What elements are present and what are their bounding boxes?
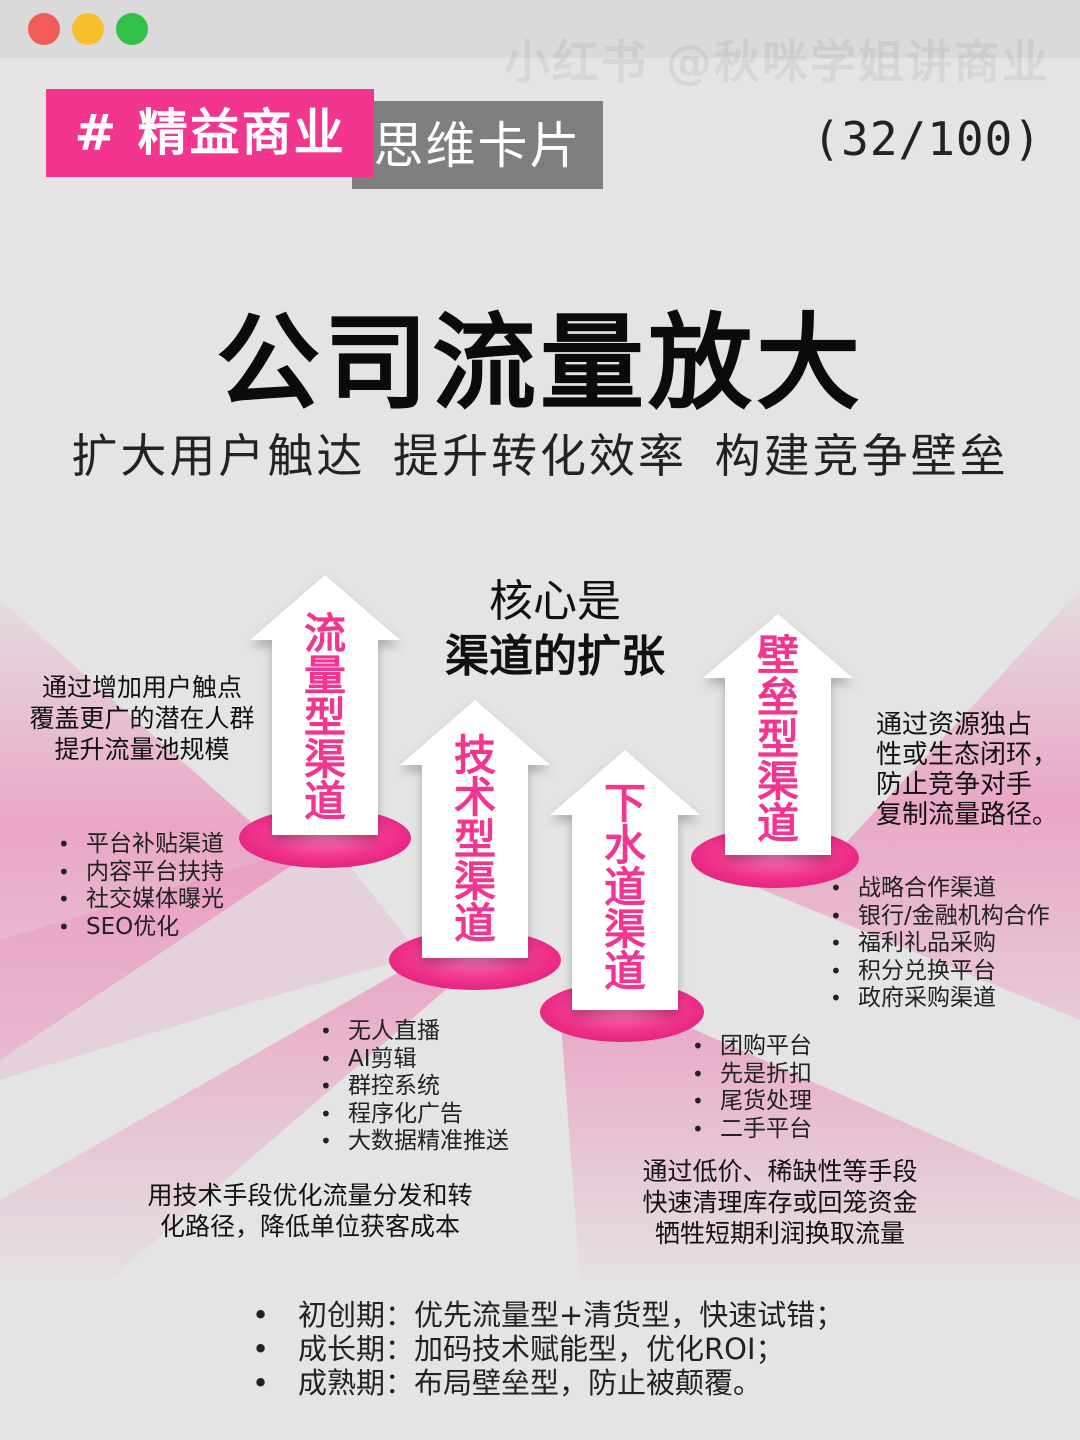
list-item: 先是折扣 <box>692 1061 812 1089</box>
list-item: 社交媒体曝光 <box>58 886 224 914</box>
list-item: 群控系统 <box>320 1073 509 1101</box>
minimize-window-button[interactable] <box>72 13 104 45</box>
strategy-item-mature: 成熟期：布局壁垒型，防止被颠覆。 <box>250 1366 844 1400</box>
tag-thinking-card: 思维卡片 <box>352 101 603 189</box>
description-line: 通过增加用户触点 <box>41 673 242 702</box>
stage-strategy-list: 初创期：优先流量型+清货型，快速试错； 成长期：加码技术赋能型，优化ROI； 成… <box>250 1298 844 1400</box>
description-line: 复制流量路径。 <box>876 800 1059 830</box>
list-item: 二手平台 <box>692 1116 812 1144</box>
description-line: 用技术手段优化流量分发和转 <box>147 1181 473 1210</box>
up-arrow-icon <box>400 700 550 958</box>
list-item: 尾货处理 <box>692 1088 812 1116</box>
channel-label-moat: 壁垒型渠道 <box>757 631 799 848</box>
list-item: 团购平台 <box>692 1033 812 1061</box>
description-line: 通过低价、稀缺性等手段 <box>642 1157 918 1186</box>
beam-left <box>0 600 330 1060</box>
tech-channel-description: 用技术手段优化流量分发和转 化路径，降低单位获客成本 <box>140 1180 480 1242</box>
clearance-channel-description: 通过低价、稀缺性等手段 快速清理库存或回笼资金 牺牲短期利润换取流量 <box>630 1156 930 1249</box>
close-window-button[interactable] <box>28 13 60 45</box>
list-item: 积分兑换平台 <box>830 958 1050 986</box>
list-item: 程序化广告 <box>320 1101 509 1129</box>
moat-channel-list: 战略合作渠道 银行/金融机构合作 福利礼品采购 积分兑换平台 政府采购渠道 <box>830 875 1050 1013</box>
list-item: 内容平台扶持 <box>58 859 224 887</box>
list-item: SEO优化 <box>58 914 224 942</box>
strategy-item-growth: 成长期：加码技术赋能型，优化ROI； <box>250 1332 844 1366</box>
channel-diagram: 流量型渠道 技术型渠道 下水道渠道 壁垒型渠道 <box>0 575 1080 1280</box>
beam-mid-left <box>0 840 420 1080</box>
description-line: 防止竞争对手 <box>876 770 1033 800</box>
strategy-item-startup: 初创期：优先流量型+清货型，快速试错； <box>250 1298 844 1332</box>
list-item: 政府采购渠道 <box>830 985 1050 1013</box>
traffic-channel-description: 通过增加用户触点 覆盖更广的潜在人群 提升流量池规模 <box>22 672 262 765</box>
channel-label-tech: 技术型渠道 <box>454 731 496 948</box>
description-line: 覆盖更广的潜在人群 <box>29 704 255 733</box>
card-counter: (32/100) <box>812 112 1042 166</box>
list-item: 无人直播 <box>320 1018 509 1046</box>
beam-bottom-right <box>560 1010 1080 1280</box>
page-subtitle: 扩大用户触达 提升转化效率 构建竞争壁垒 <box>71 429 1009 483</box>
up-arrow-icon <box>703 614 853 855</box>
up-arrow-icon <box>250 575 400 835</box>
list-item: 大数据精准推送 <box>320 1128 509 1156</box>
tech-channel-list: 无人直播 AI剪辑 群控系统 程序化广告 大数据精准推送 <box>320 1018 509 1156</box>
channel-label-traffic: 流量型渠道 <box>304 609 346 826</box>
description-line: 牺牲短期利润换取流量 <box>654 1219 905 1248</box>
description-line: 化路径，降低单位获客成本 <box>159 1212 460 1241</box>
tag-lean-business: # 精益商业 <box>46 89 374 177</box>
description-line: 性或生态闭环， <box>876 740 1059 770</box>
up-arrow-icon <box>550 750 700 1010</box>
maximize-window-button[interactable] <box>116 13 148 45</box>
list-item: 战略合作渠道 <box>830 875 1050 903</box>
window-titlebar: 小红书 @秋咪学姐讲商业 <box>0 0 1080 89</box>
core-highlight: 渠道的扩张 <box>445 631 665 682</box>
traffic-channel-list: 平台补贴渠道 内容平台扶持 社交媒体曝光 SEO优化 <box>58 831 224 941</box>
list-item: 银行/金融机构合作 <box>830 903 1050 931</box>
description-line: 快速清理库存或回笼资金 <box>642 1188 918 1217</box>
core-label: 核心是 <box>489 576 621 627</box>
description-line: 通过资源独占 <box>876 710 1033 740</box>
list-item: 平台补贴渠道 <box>58 831 224 859</box>
watermark: 小红书 @秋咪学姐讲商业 <box>503 35 1050 89</box>
list-item: AI剪辑 <box>320 1046 509 1074</box>
page-title: 公司流量放大 <box>215 302 864 424</box>
moat-channel-description: 通过资源独占 性或生态闭环， 防止竞争对手 复制流量路径。 <box>876 710 1058 830</box>
clearance-channel-list: 团购平台 先是折扣 尾货处理 二手平台 <box>692 1033 812 1143</box>
description-line: 提升流量池规模 <box>54 735 230 764</box>
list-item: 福利礼品采购 <box>830 930 1050 958</box>
channel-label-clearance: 下水道渠道 <box>604 779 647 996</box>
